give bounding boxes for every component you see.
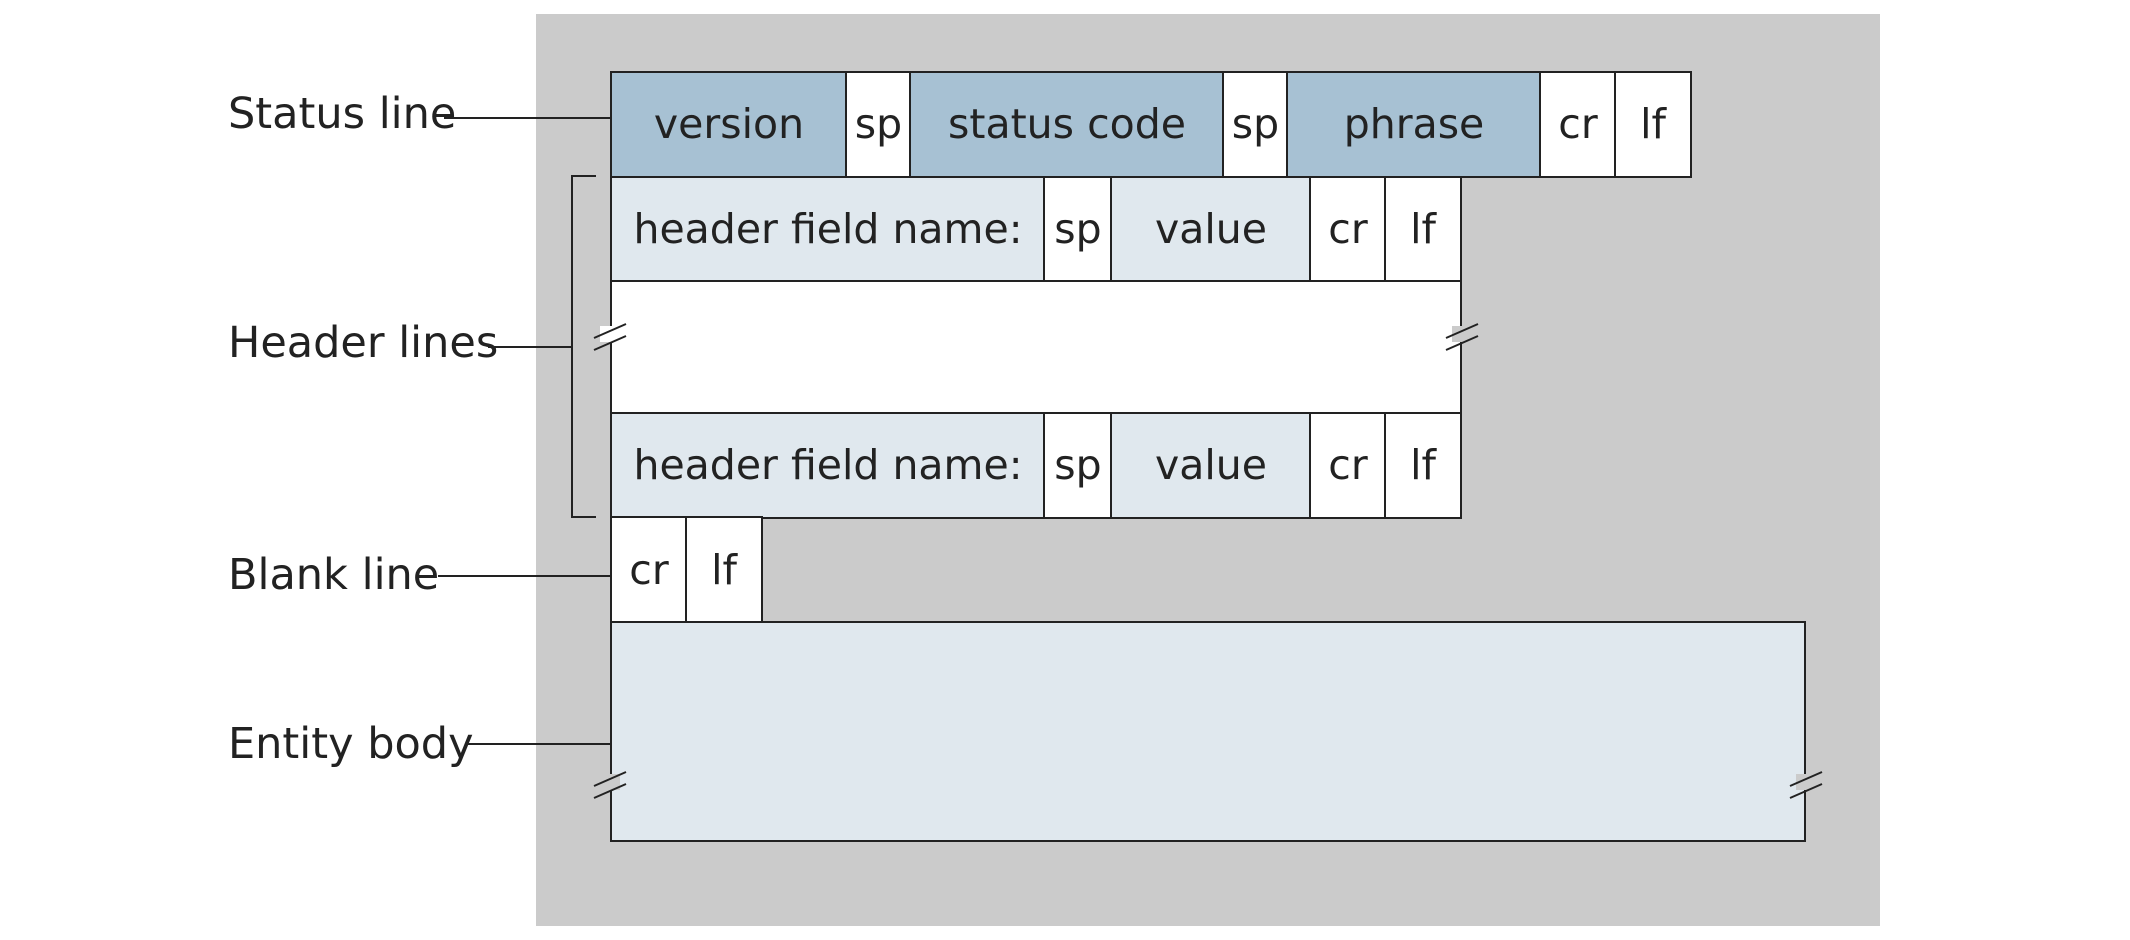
header-cr-delimiter-2: cr xyxy=(1309,412,1387,519)
header-lf-delimiter-2: lf xyxy=(1384,412,1462,519)
blank-line-label: Blank line xyxy=(228,550,440,600)
break-mark-body-right xyxy=(1789,771,1823,799)
header-lines-leader xyxy=(488,346,572,348)
header-field-name-1: header field name: xyxy=(610,176,1046,283)
status-sp-delimiter-2: sp xyxy=(1222,71,1289,178)
blank-line-leader xyxy=(438,575,610,577)
header-field-name-2: header field name: xyxy=(610,412,1046,519)
status-sp-delimiter-1: sp xyxy=(845,71,912,178)
version-field: version xyxy=(610,71,848,178)
status-line-leader xyxy=(444,117,610,119)
blank-lf-delimiter: lf xyxy=(685,516,763,624)
header-value-1: value xyxy=(1110,176,1312,283)
header-sp-delimiter-1: sp xyxy=(1043,176,1113,283)
break-mark-header-left xyxy=(593,323,627,351)
status-code-field: status code xyxy=(909,71,1225,178)
status-line-label: Status line xyxy=(228,89,457,139)
header-lines-label: Header lines xyxy=(228,318,499,368)
break-mark-body-left xyxy=(593,771,627,799)
status-lf-delimiter: lf xyxy=(1614,71,1692,178)
break-mark-header-right xyxy=(1445,323,1479,351)
header-lf-delimiter-1: lf xyxy=(1384,176,1462,283)
entity-body-label: Entity body xyxy=(228,719,474,769)
status-cr-delimiter: cr xyxy=(1539,71,1617,178)
header-lines-bracket xyxy=(571,175,596,518)
entity-body-leader xyxy=(466,743,610,745)
header-value-2: value xyxy=(1110,412,1312,519)
entity-body-box xyxy=(610,621,1806,842)
blank-cr-delimiter: cr xyxy=(610,516,688,624)
